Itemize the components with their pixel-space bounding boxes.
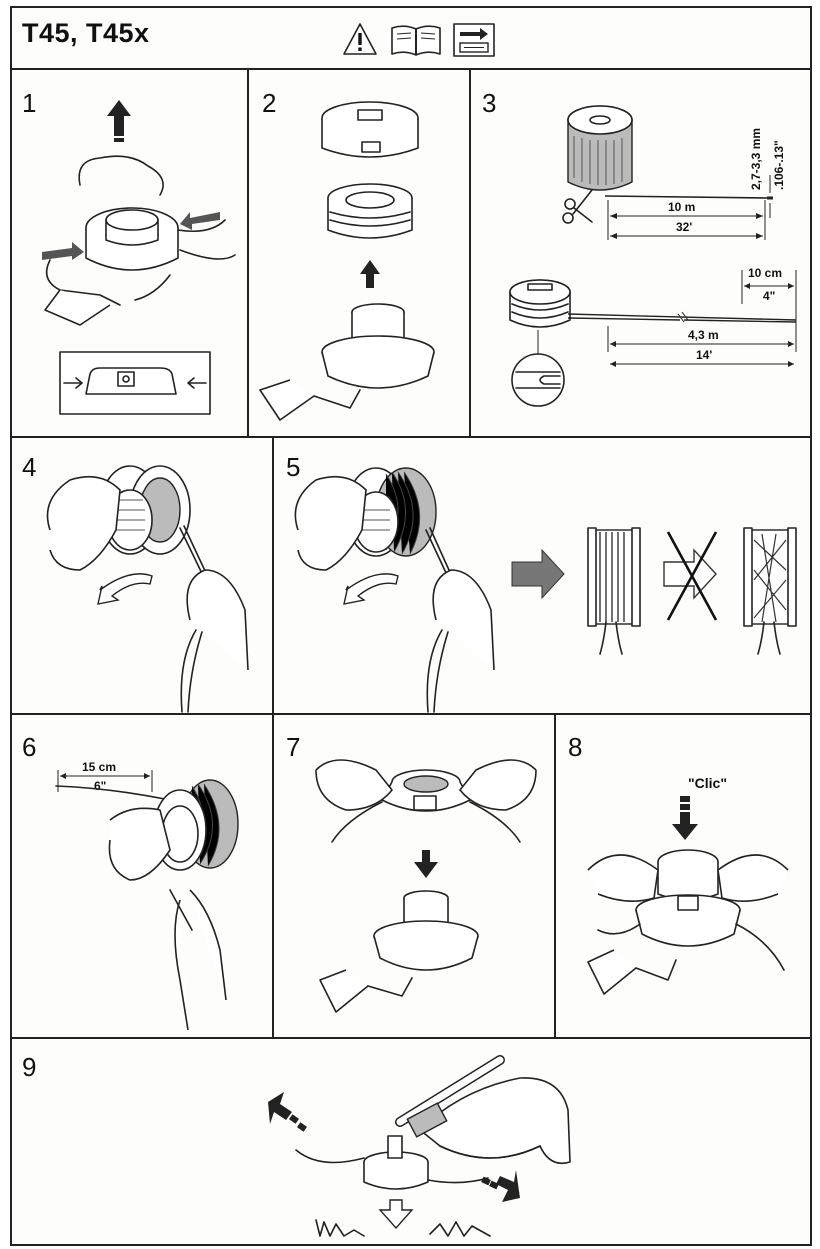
row3-split-b [554, 713, 556, 1037]
end-length-in-label: 4" [763, 289, 775, 303]
warning-icon [344, 24, 376, 54]
result-arrow-icon [512, 550, 564, 598]
press-down-arrow-icon [672, 796, 698, 840]
line-length-ft-label: 32' [676, 220, 692, 234]
step-7-illustration [276, 730, 552, 1034]
up-arrow-icon [107, 100, 131, 142]
spool-with-line-icon [510, 280, 570, 327]
end-length-cm-label: 10 cm [748, 266, 782, 280]
down-arrow-icon [414, 850, 438, 878]
line-diameter-mm-label: 2,7-3,3 mm [749, 128, 763, 190]
step-5-illustration [276, 450, 810, 712]
row3-split-a [272, 713, 274, 1037]
step-6-illustration: 15 cm 6" [20, 730, 270, 1034]
line-out-right-arrow-icon [481, 1170, 520, 1202]
header-icons [340, 20, 510, 60]
squeeze-left-arrow-icon [42, 242, 84, 260]
half-length-m-label: 4,3 m [688, 328, 719, 342]
step-8-illustration: "Clic" [558, 730, 810, 1034]
manual-book-icon [392, 26, 440, 55]
step-4-illustration [20, 450, 270, 712]
incorrect-winding-icon [744, 528, 796, 654]
up-arrow-icon [360, 260, 380, 288]
header-divider [10, 68, 812, 70]
correct-winding-icon [588, 528, 640, 654]
rotate-arrow-icon [344, 574, 398, 604]
scissors-icon [563, 190, 592, 223]
step-9-illustration [20, 1050, 810, 1244]
row2-split [272, 436, 274, 713]
instruction-sheet-icon [454, 24, 494, 56]
magnified-notch-icon [512, 354, 564, 406]
free-end-cm-label: 15 cm [82, 760, 116, 774]
incorrect-crossed-arrow-icon [664, 532, 716, 620]
free-end-in-label: 6" [94, 779, 106, 793]
line-length-m-label: 10 m [668, 200, 695, 214]
click-sound-label: "Clic" [688, 775, 727, 791]
row2-divider [10, 713, 812, 715]
step-2-illustration [250, 90, 468, 430]
line-spool-icon [568, 106, 632, 190]
row3-divider [10, 1037, 812, 1039]
downward-outline-arrow-icon [380, 1200, 412, 1228]
step-3-illustration: 2,7-3,3 mm .106-.13" 10 m 32' 10 cm 4" 4… [470, 90, 810, 430]
rotate-arrow-icon [98, 574, 152, 604]
row1-split-a [247, 68, 249, 436]
page-title: T45, T45x [22, 18, 150, 49]
line-out-left-arrow-icon [268, 1092, 307, 1132]
step-1-illustration [20, 90, 245, 430]
half-length-ft-label: 14' [696, 348, 712, 362]
row1-divider [10, 436, 812, 438]
line-diameter-in-label: .106-.13" [772, 140, 786, 190]
